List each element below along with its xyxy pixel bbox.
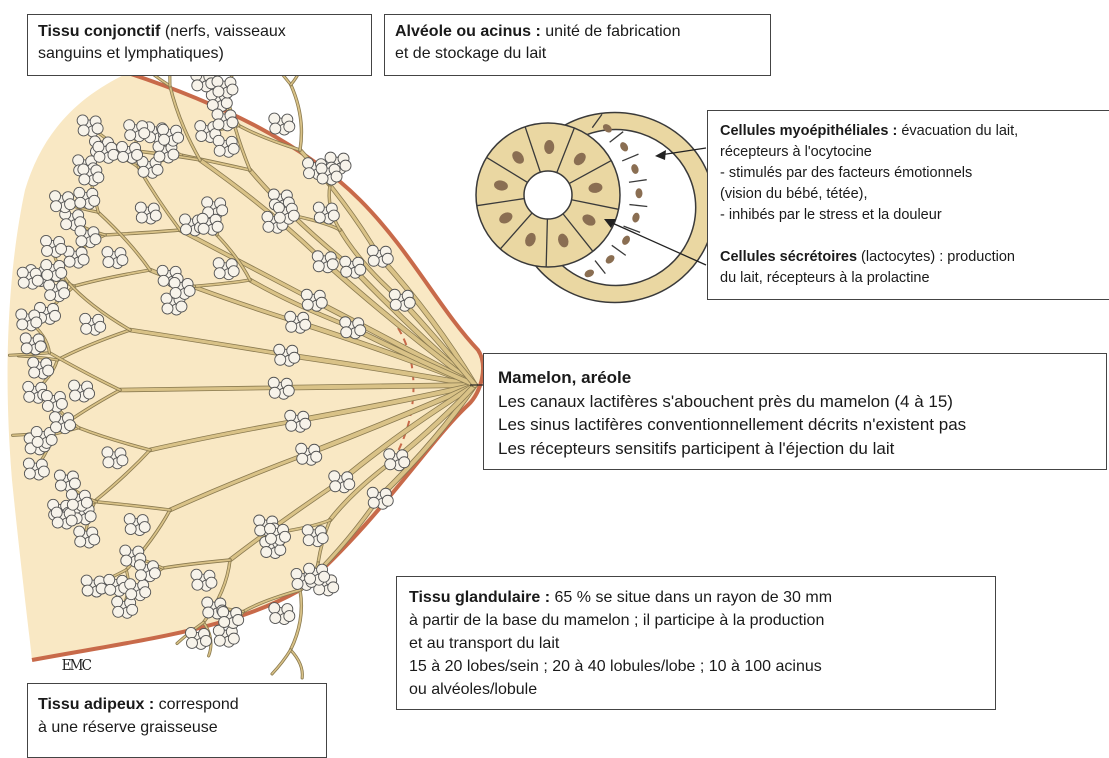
mamelon-text-1: Les canaux lactifères s'abouchent près d… (498, 391, 953, 411)
label-tissu-conjonctif: Tissu conjonctif (nerfs, vaisseaux sangu… (27, 14, 372, 76)
tissu-conjonctif-title: Tissu conjonctif (38, 23, 161, 40)
myo-text-5: - inhibés par le stress et la douleur (720, 207, 942, 223)
glandular-lobules (15, 69, 416, 650)
adipeux-text: correspond (154, 696, 239, 713)
leader-secretory (609, 221, 707, 266)
secretory-text: (lactocytes) : production (857, 249, 1015, 265)
breast-outline (7, 73, 483, 660)
arrow-secretory (604, 219, 616, 228)
glandulaire-text-4: 15 à 20 lobes/sein ; 20 à 40 lobules/lob… (409, 658, 822, 675)
leader-myoepithelial (659, 147, 707, 156)
mamelon-text-2: Les sinus lactifères conventionnellement… (498, 415, 967, 434)
myo-title: Cellules myoépithéliales : (720, 123, 898, 139)
secretory-text-2: du lait, récepteurs à la prolactine (720, 270, 930, 286)
secretory-title: Cellules sécrétoires (720, 249, 858, 265)
glandulaire-title: Tissu glandulaire : (409, 589, 551, 606)
tissu-conjonctif-text: (nerfs, vaisseaux (160, 23, 286, 40)
mamelon-text-3: Les récepteurs sensitifs participent à l… (498, 438, 895, 458)
alveolar-lumen (523, 170, 573, 220)
adipeux-title: Tissu adipeux : (38, 696, 155, 713)
tissu-conjonctif-text-2: sanguins et lymphatiques) (38, 45, 224, 62)
mamelon-title: Mamelon, aréole (498, 368, 632, 387)
myo-text-2: récepteurs à l'ocytocine (720, 144, 872, 160)
myo-text-4: (vision du bébé, tétée), (720, 186, 868, 202)
myo-text-3: - stimulés par des facteurs émotionnels (720, 165, 973, 181)
glandulaire-text-5: ou alvéoles/lobule (409, 681, 538, 698)
glandulaire-text-3: et au transport du lait (409, 635, 560, 652)
alveole-text: unité de fabrication (540, 23, 681, 40)
label-mamelon: Mamelon, aréole Les canaux lactifères s'… (483, 353, 1107, 470)
adipeux-text-2: à une réserve graisseuse (38, 719, 218, 736)
label-cellules: Cellules myoépithéliales : évacuation du… (707, 110, 1109, 300)
arrow-myoepithelial (655, 150, 666, 160)
glandulaire-text: 65 % se situe dans un rayon de 30 mm (550, 589, 833, 606)
emc-logo: EMC (61, 656, 92, 674)
alveole-title: Alvéole ou acinus : (395, 23, 541, 40)
myo-text: évacuation du lait, (897, 123, 1019, 139)
label-tissu-adipeux: Tissu adipeux : correspond à une réserve… (27, 683, 327, 758)
alveolus-acinus-drawing (475, 111, 716, 304)
label-tissu-glandulaire: Tissu glandulaire : 65 % se situe dans u… (396, 576, 996, 710)
glandulaire-text-2: à partir de la base du mamelon ; il part… (409, 612, 825, 629)
label-alveole: Alvéole ou acinus : unité de fabrication… (384, 14, 771, 76)
alveole-text-2: et de stockage du lait (395, 45, 547, 62)
myoepithelial-cell-layer (533, 111, 716, 304)
